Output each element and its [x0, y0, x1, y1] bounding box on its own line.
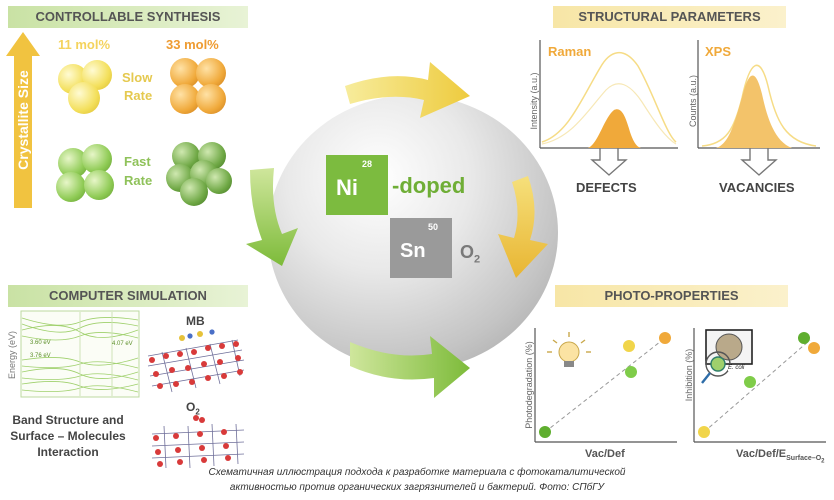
energy-ylabel: Energy (eV)	[7, 330, 17, 380]
photodeg-xlabel: Vac/Def	[585, 448, 625, 460]
o2-molecule-label: O2	[186, 400, 200, 417]
ecoli-label: E. coli	[728, 365, 745, 371]
orange-cluster-icon	[168, 56, 232, 116]
xps-title: XPS	[705, 44, 732, 59]
doped-label: -doped	[392, 173, 466, 198]
synthesis-banner: CONTROLLABLE SYNTHESIS	[8, 6, 248, 28]
sn-element-tile: 50 Sn	[390, 218, 452, 278]
dark-green-cluster-icon	[166, 140, 234, 206]
o2-crystal-structure	[151, 415, 245, 469]
vacancies-label: VACANCIES	[719, 180, 795, 195]
defects-arrow-icon	[590, 148, 628, 176]
inhibition-plot	[693, 328, 826, 443]
band-structure-plot	[20, 310, 140, 398]
figure-caption-line-2: активностью против органических загрязни…	[229, 482, 605, 493]
yellow-cluster-icon	[56, 58, 118, 114]
raman-plot	[539, 40, 678, 149]
raman-title: Raman	[548, 44, 592, 59]
fast-rate-label-1: Fast	[124, 154, 151, 169]
conc-low-label: 11 mol%	[58, 37, 111, 52]
band-caption-2: Surface – Molecules	[10, 429, 126, 443]
conc-high-label: 33 mol%	[166, 37, 219, 52]
structural-banner: STRUCTURAL PARAMETERS	[553, 6, 786, 28]
simulation-banner: COMPUTER SIMULATION	[8, 285, 248, 307]
crystallite-arrow	[6, 32, 40, 208]
mb-crystal-structure	[147, 329, 245, 393]
band-caption-1: Band Structure and	[12, 413, 124, 427]
gap-label-2: 3.76 eV	[30, 353, 51, 359]
inhibition-xlabel: Vac/Def/ESurface–O2	[736, 448, 825, 465]
light-green-cluster-icon	[54, 142, 120, 204]
gap-label-3: 4.07 eV	[112, 341, 133, 347]
band-caption-3: Interaction	[37, 445, 99, 459]
figure-caption-line-1: Схематичная иллюстрация подхода к разраб…	[208, 467, 626, 478]
o2-label: O2	[460, 242, 481, 266]
mb-label: MB	[186, 314, 205, 328]
photo-banner: PHOTO-PROPERTIES	[555, 285, 788, 307]
slow-rate-label-2: Rate	[124, 88, 153, 103]
fast-rate-label-2: Rate	[124, 173, 153, 188]
vacancies-arrow-icon	[740, 148, 778, 176]
photodeg-plot	[534, 328, 677, 443]
defects-label: DEFECTS	[576, 180, 637, 195]
slow-rate-label-1: Slow	[122, 70, 153, 85]
ni-element-tile: 28 Ni	[326, 155, 388, 215]
gap-label-1: 3.60 eV	[30, 340, 51, 346]
